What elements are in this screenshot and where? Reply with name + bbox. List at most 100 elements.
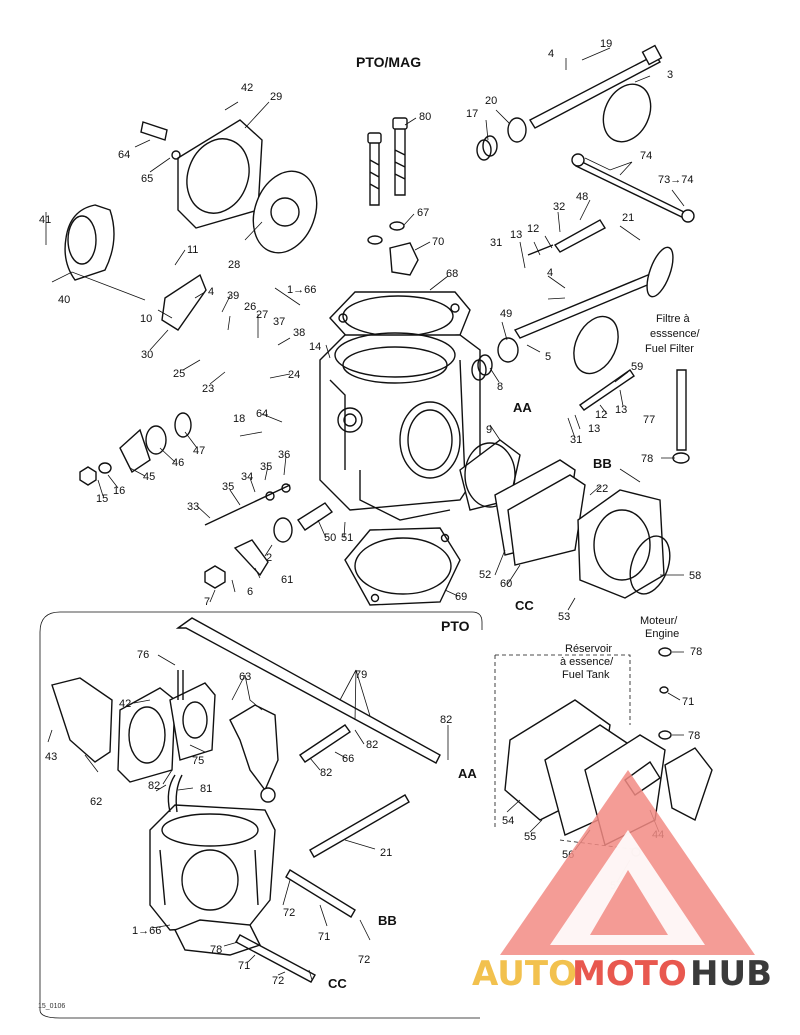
section-tag-aa-bottom: AA bbox=[458, 766, 477, 781]
callout-label: 9 bbox=[486, 424, 492, 436]
callout-label: 65 bbox=[141, 173, 153, 185]
callout-label: 42 bbox=[119, 698, 131, 710]
callout-label: 2 bbox=[266, 552, 272, 564]
callout-label: 63 bbox=[239, 671, 251, 683]
callout-label: 20 bbox=[485, 95, 497, 107]
callout-label: 23 bbox=[202, 383, 214, 395]
callout-label: 78 bbox=[690, 646, 702, 658]
callout-label: 72 bbox=[358, 954, 370, 966]
callout-label: 52 bbox=[479, 569, 491, 581]
callout-label: 12 bbox=[595, 409, 607, 421]
callout-label: 40 bbox=[58, 294, 70, 306]
callout-label: 48 bbox=[576, 191, 588, 203]
callout-label: 7 bbox=[204, 596, 210, 608]
callout-label: 12 bbox=[527, 223, 539, 235]
callout-label: 15 bbox=[96, 493, 108, 505]
section-tag-bb-bottom: BB bbox=[378, 913, 397, 928]
section-tag-aa-top: AA bbox=[513, 400, 532, 415]
callout-label: 76 bbox=[137, 649, 149, 661]
section-tag-cc-top: CC bbox=[515, 598, 534, 613]
callout-label: 51 bbox=[341, 532, 353, 544]
header-pto-mag: PTO/MAG bbox=[356, 54, 421, 70]
callout-label: 21 bbox=[380, 847, 392, 859]
figure-code: 15_0106 bbox=[38, 1003, 65, 1010]
callout-label: 82 bbox=[366, 739, 378, 751]
callout-label: 45 bbox=[143, 471, 155, 483]
callout-label: 64 bbox=[118, 149, 130, 161]
callout-label: 4 bbox=[208, 286, 214, 298]
callout-label: 3 bbox=[667, 69, 673, 81]
callout-label: 79 bbox=[355, 669, 367, 681]
callout-label: 82 bbox=[148, 780, 160, 792]
callout-label: 5 bbox=[545, 351, 551, 363]
callout-label: 59 bbox=[631, 361, 643, 373]
callout-label: 73→74 bbox=[658, 174, 693, 186]
callout-label: 10 bbox=[140, 313, 152, 325]
callout-label: 53 bbox=[558, 611, 570, 623]
fuel-tank-note: Réservoir à essence/ Fuel Tank bbox=[560, 643, 614, 681]
callout-label: 35 bbox=[222, 481, 234, 493]
callout-label: 78 bbox=[688, 730, 700, 742]
callout-label: 47 bbox=[193, 445, 205, 457]
callout-label: 26 bbox=[244, 301, 256, 313]
callout-label: 38 bbox=[293, 327, 305, 339]
note-line: Fuel Tank bbox=[562, 669, 610, 681]
callout-label: 61 bbox=[281, 574, 293, 586]
pto-carburetor-body bbox=[51, 670, 279, 956]
mounting-screws bbox=[367, 117, 419, 276]
callout-label: 49 bbox=[500, 308, 512, 320]
fuel-lines bbox=[175, 617, 441, 983]
callout-label: 55 bbox=[524, 831, 536, 843]
watermark-auto: AUTO bbox=[472, 954, 577, 994]
callout-label: 21 bbox=[622, 212, 634, 224]
callout-labels: 19 4 3 42 29 64 65 80 17 20 74 73→74 41 … bbox=[39, 38, 702, 987]
callout-label: 43 bbox=[45, 751, 57, 763]
fuel-filter-note: Filtre à esssence/ Fuel Filter bbox=[645, 313, 700, 355]
callout-label: 71 bbox=[682, 696, 694, 708]
callout-label: 13 bbox=[615, 404, 627, 416]
callout-label: 67 bbox=[417, 207, 429, 219]
callout-label: 71 bbox=[238, 960, 250, 972]
callout-label: 24 bbox=[288, 369, 300, 381]
callout-label: 70 bbox=[432, 236, 444, 248]
fuel-tank-section-frame bbox=[494, 654, 641, 851]
callout-label: 14 bbox=[309, 341, 321, 353]
callout-label: 27 bbox=[256, 309, 268, 321]
callout-label: 11 bbox=[187, 244, 198, 256]
callout-label: 6 bbox=[247, 586, 253, 598]
callout-label: 41 bbox=[39, 214, 51, 226]
section-tag-bb-top: BB bbox=[593, 456, 612, 471]
callout-label: 69 bbox=[455, 591, 467, 603]
callout-label: 42 bbox=[241, 82, 253, 94]
callout-label: 72 bbox=[283, 907, 295, 919]
callout-label: 28 bbox=[228, 259, 240, 271]
callout-label: 13 bbox=[510, 229, 522, 241]
callout-label: 81 bbox=[200, 783, 212, 795]
choke-and-cover-parts bbox=[64, 119, 334, 589]
callout-label: 13 bbox=[588, 423, 600, 435]
section-tag-cc-bottom: CC bbox=[328, 976, 347, 991]
callout-label: 25 bbox=[173, 368, 185, 380]
callout-label: 74 bbox=[640, 150, 652, 162]
callout-label: 62 bbox=[90, 796, 102, 808]
pto-section-frame bbox=[39, 611, 483, 1019]
note-line: esssence/ bbox=[650, 328, 700, 340]
callout-label: 66 bbox=[342, 753, 354, 765]
callout-label: 72 bbox=[272, 975, 284, 987]
callout-label: 60 bbox=[500, 578, 512, 590]
watermark-triangle-core bbox=[590, 870, 668, 935]
note-line: Engine bbox=[645, 628, 679, 640]
callout-label: 77 bbox=[643, 414, 655, 426]
main-carburetor-body bbox=[319, 291, 481, 606]
callout-label: 78 bbox=[210, 944, 222, 956]
callout-label: 30 bbox=[141, 349, 153, 361]
callout-label: 68 bbox=[446, 268, 458, 280]
callout-label: 31 bbox=[570, 434, 582, 446]
callout-label: 29 bbox=[270, 91, 282, 103]
callout-label: 4 bbox=[548, 48, 554, 60]
callout-label: 35 bbox=[260, 461, 272, 473]
callout-label: 39 bbox=[227, 290, 239, 302]
callout-label: 17 bbox=[466, 108, 478, 120]
note-line: Fuel Filter bbox=[645, 343, 694, 355]
